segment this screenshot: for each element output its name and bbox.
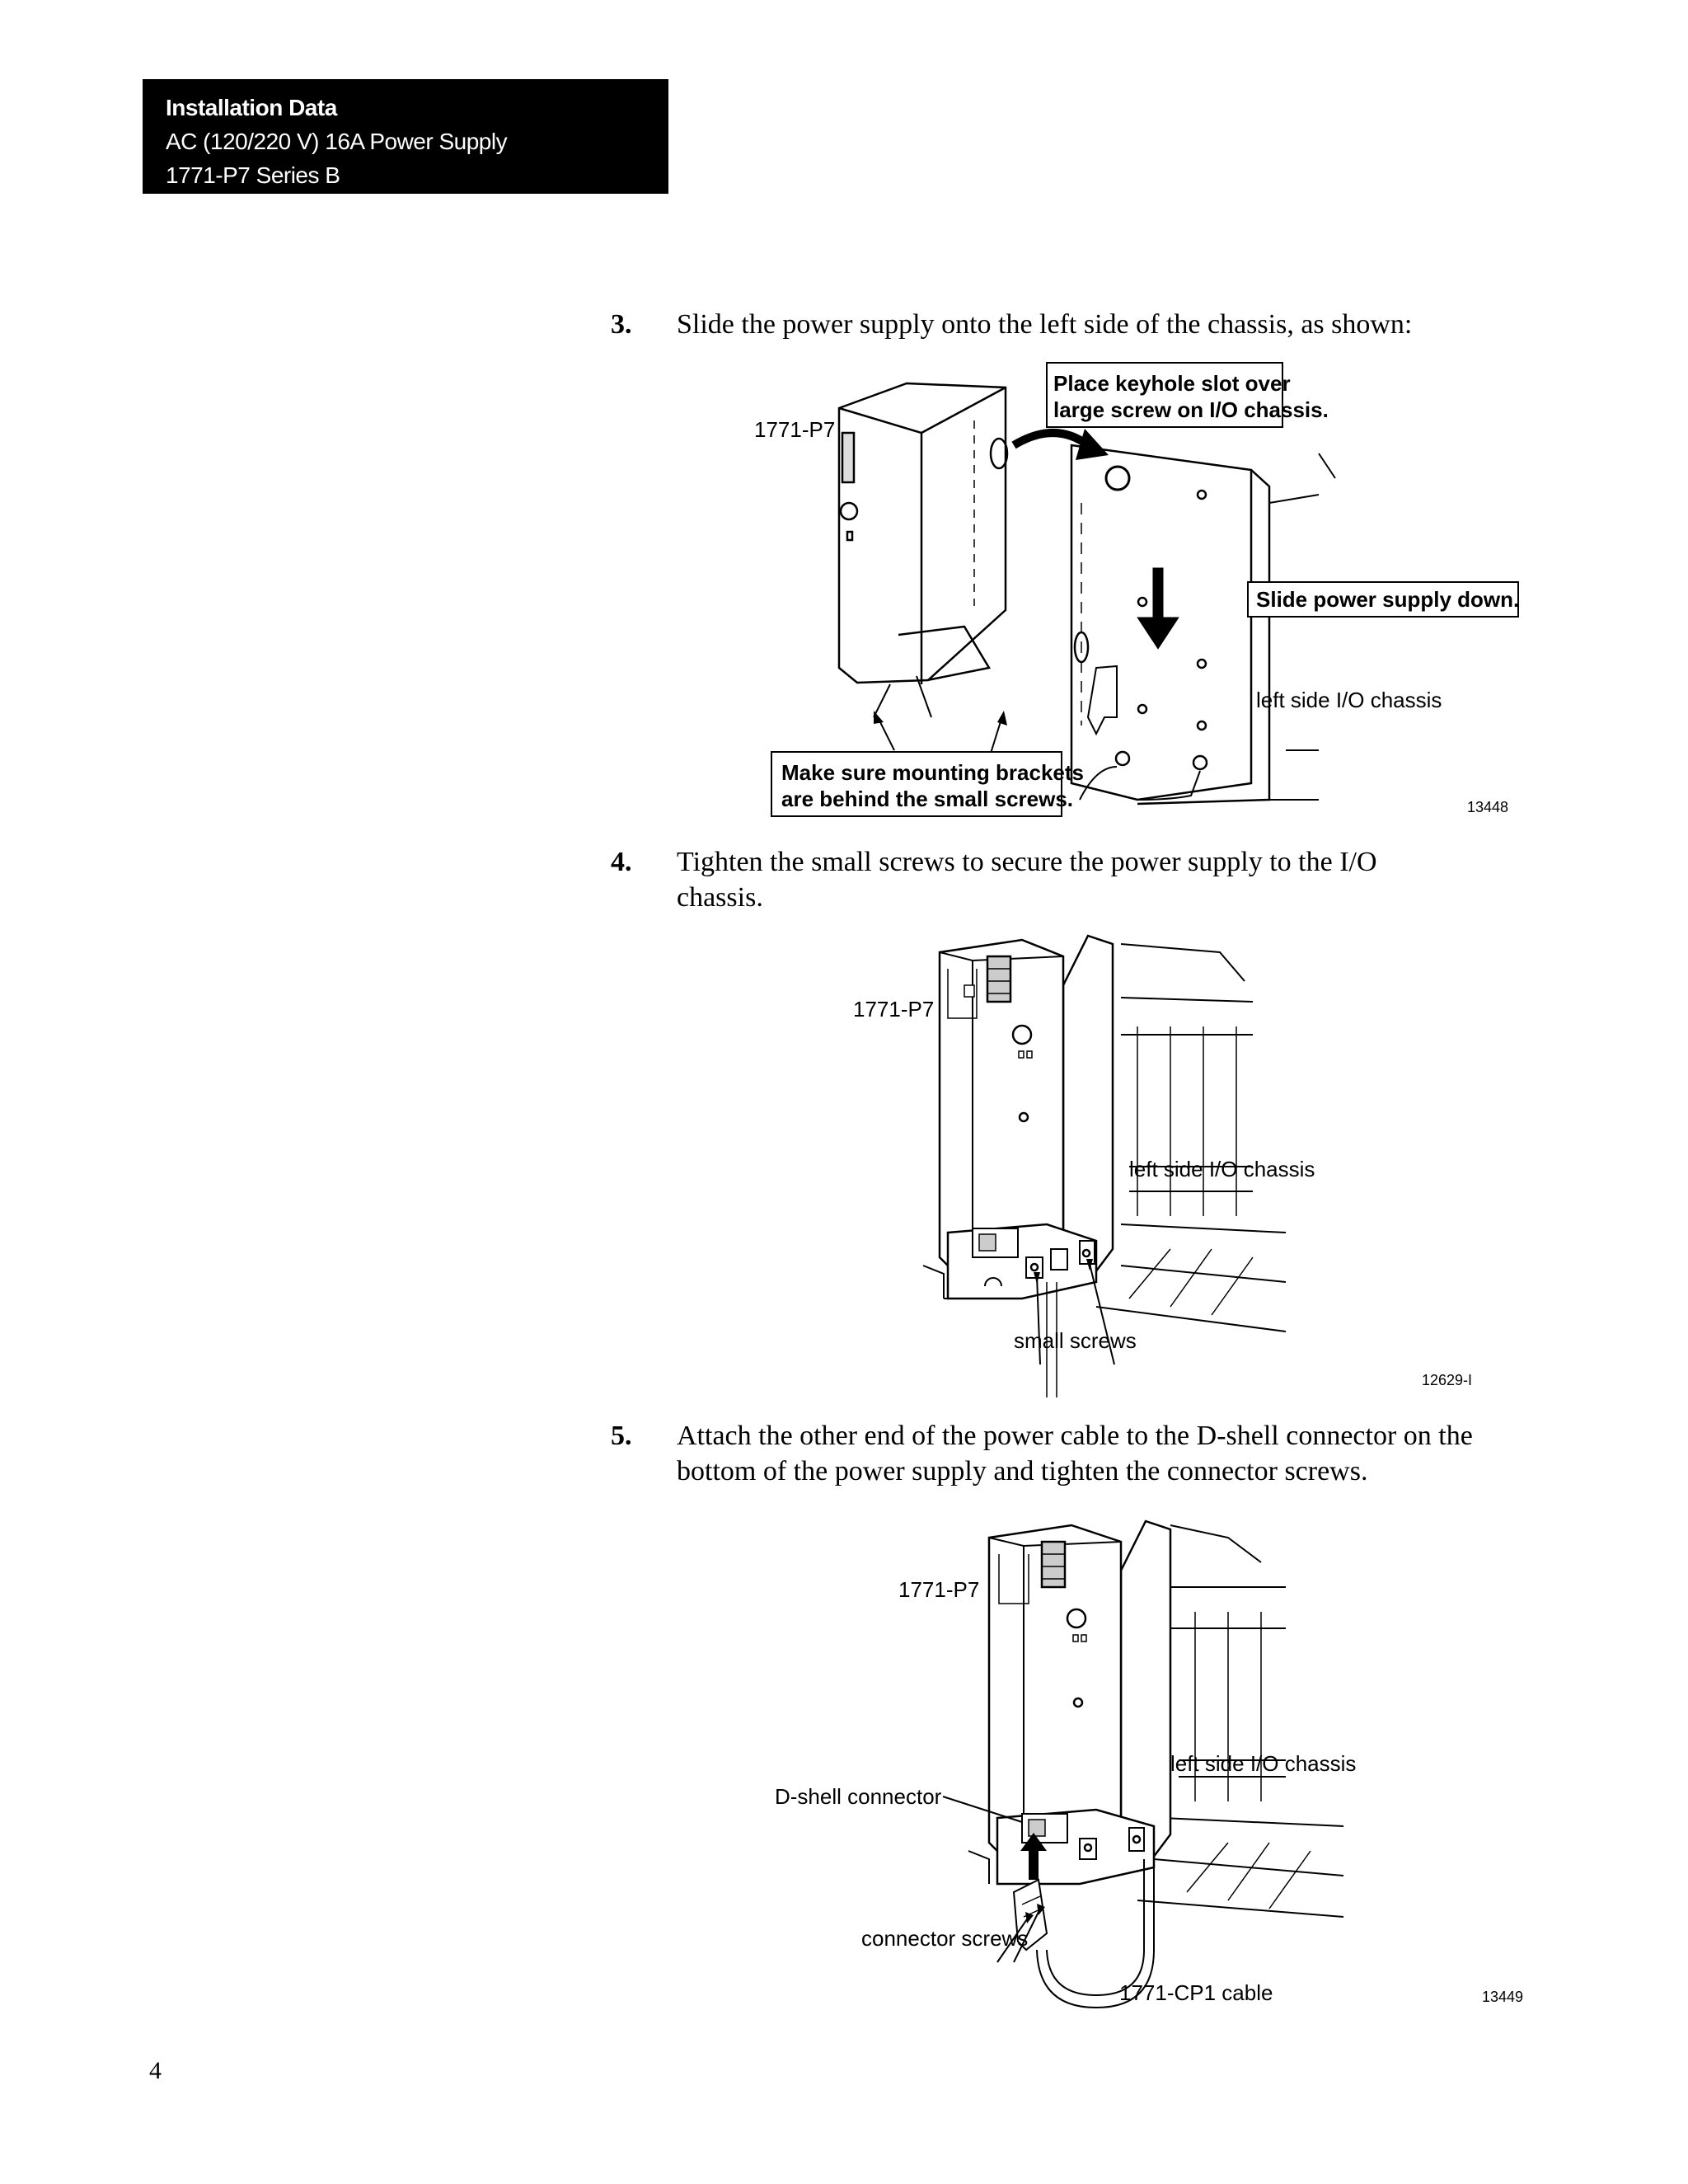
figure-attach-cable: 1771-P7 left side I/O chassis D-shell co…: [767, 1505, 1533, 2024]
step-text: Tighten the small screws to secure the p…: [677, 847, 1377, 913]
dshell-connector-label: D-shell connector: [775, 1784, 942, 1809]
header-subtitle: AC (120/220 V) 16A Power Supply: [166, 129, 508, 154]
figure-id: 12629-I: [1422, 1372, 1472, 1388]
cable-label: 1771-CP1 cable: [1119, 1980, 1273, 2005]
figure-tighten-screws: 1771-P7 left side I/O chassis small scre…: [824, 919, 1533, 1397]
figure-1-illustration: Place keyhole slot over large screw on I…: [754, 362, 1519, 817]
page-number: 4: [149, 2057, 162, 2084]
figure-id: 13448: [1467, 799, 1508, 815]
step-text: Slide the power supply onto the left sid…: [677, 309, 1413, 340]
callout-brackets-line1: Make sure mounting brackets: [781, 760, 1084, 785]
figure-2-illustration: 1771-P7 left side I/O chassis small scre…: [853, 934, 1472, 1397]
model-label: 1771-P7: [853, 997, 934, 1022]
step-number: 5.: [611, 1421, 632, 1451]
small-screws-label: small screws: [1014, 1328, 1137, 1353]
model-label: 1771-P7: [754, 417, 835, 442]
step-number: 4.: [611, 847, 632, 877]
chassis-label: left side I/O chassis: [1129, 1157, 1315, 1181]
callout-slide-down: Slide power supply down.: [1256, 587, 1519, 612]
connector-screws-label: connector screws: [861, 1926, 1028, 1951]
figure-3-illustration: 1771-P7 left side I/O chassis D-shell co…: [775, 1519, 1523, 2009]
chassis-label: left side I/O chassis: [1256, 688, 1442, 712]
figure-id: 13449: [1482, 1989, 1523, 2005]
figure-slide-power-supply: Place keyhole slot over large screw on I…: [742, 355, 1533, 824]
step-text: Attach the other end of the power cable …: [677, 1421, 1473, 1487]
step-number: 3.: [611, 309, 632, 340]
header-title: Installation Data: [166, 95, 337, 120]
callout-keyhole-line2: large screw on I/O chassis.: [1053, 397, 1329, 422]
chassis-label: left side I/O chassis: [1170, 1751, 1356, 1776]
header-box: Installation Data AC (120/220 V) 16A Pow…: [143, 79, 668, 194]
model-label: 1771-P7: [898, 1577, 979, 1602]
callout-keyhole-line1: Place keyhole slot over: [1053, 371, 1291, 396]
header-series: 1771-P7 Series B: [166, 162, 340, 188]
callout-brackets-line2: are behind the small screws.: [781, 787, 1073, 811]
